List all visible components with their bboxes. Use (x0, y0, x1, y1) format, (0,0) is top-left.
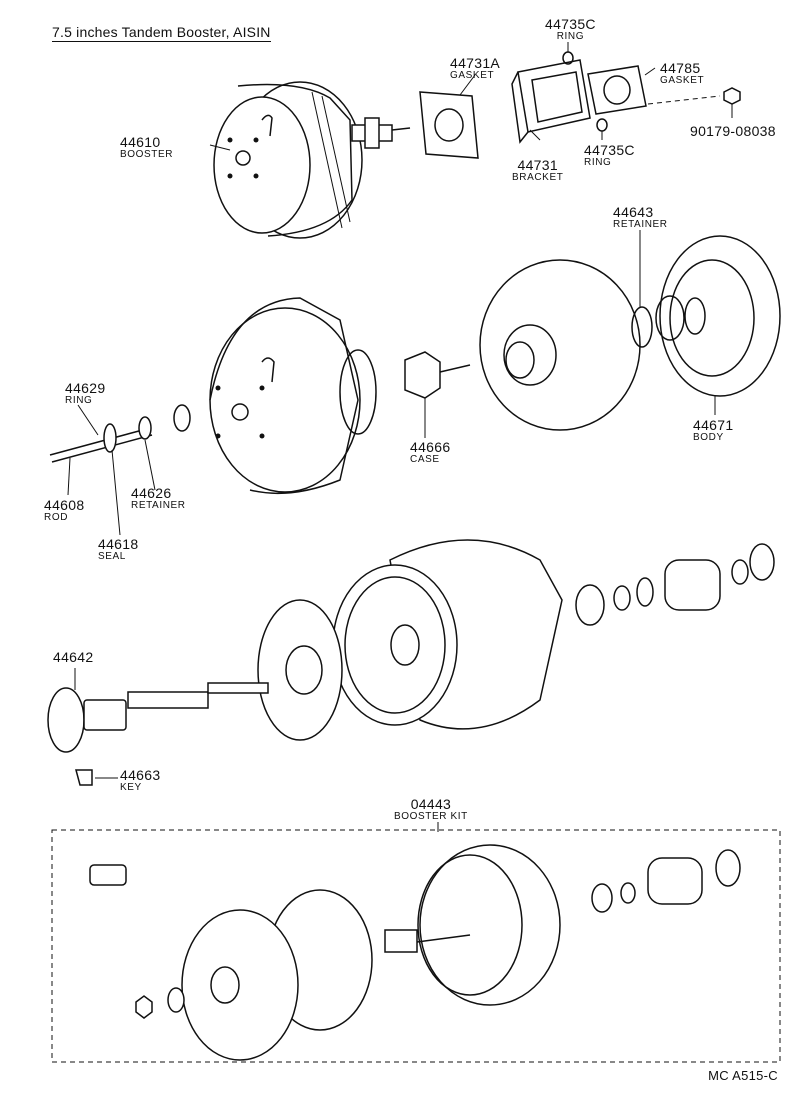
leader-lines (67, 42, 733, 832)
plunger-44642-illustration (47, 682, 269, 753)
body-44671-illustration (655, 235, 781, 397)
nut-90179-illustration (723, 87, 741, 105)
retainer-44643-illustration (631, 306, 653, 348)
label-90179-08038: 90179-08038 (690, 123, 776, 139)
label-44642: 44642 (53, 649, 94, 665)
diagram-title: 7.5 inches Tandem Booster, AISIN (52, 24, 271, 42)
seal-stack-illustration (575, 543, 775, 626)
diagram-footer-code: MC A515-C (708, 1068, 778, 1083)
front-shell-illustration (209, 297, 377, 495)
diaphragm-plate-illustration (479, 259, 641, 431)
gasket-44731A-illustration (419, 91, 479, 159)
booster-kit-box (51, 829, 781, 1063)
gasket-44785-illustration (587, 65, 721, 115)
bracket-44731-illustration (511, 59, 591, 144)
rear-shell-illustration (332, 539, 563, 730)
case-44666-illustration (404, 351, 471, 399)
booster-assembly-illustration (213, 81, 411, 239)
valve-plate-illustration (257, 599, 343, 741)
key-44663-illustration (75, 769, 93, 786)
rod-44608-illustration (49, 404, 191, 463)
